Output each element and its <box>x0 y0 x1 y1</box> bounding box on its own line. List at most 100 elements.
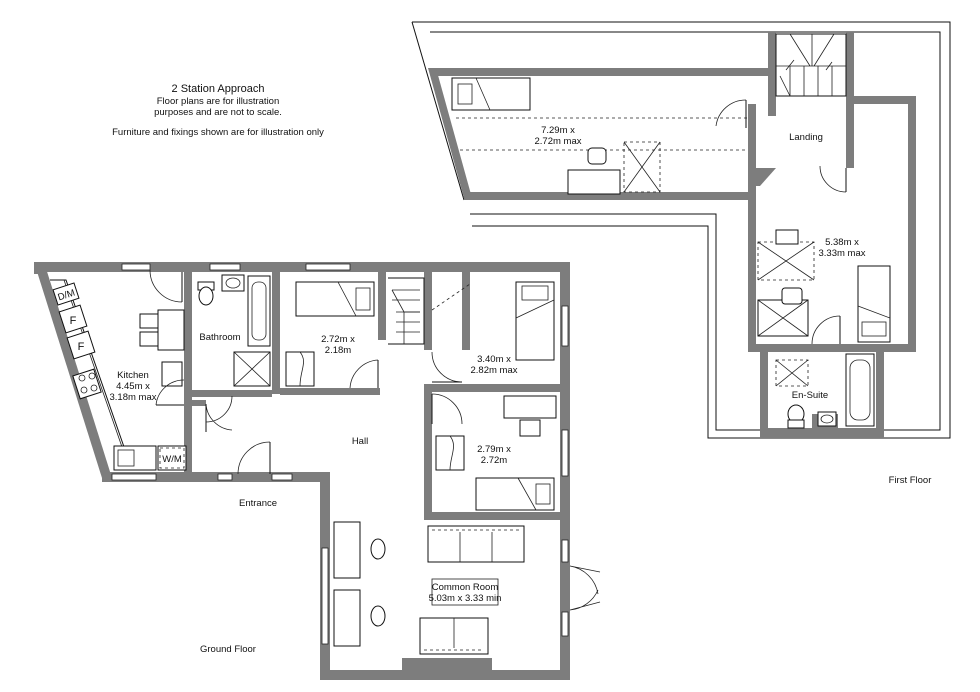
common-room-window-top <box>561 539 569 563</box>
stair-right-wall <box>424 270 432 350</box>
ensuite-right-wall <box>876 350 884 438</box>
ensuite-skylight <box>775 359 809 387</box>
first-floor-top-wall <box>428 68 768 76</box>
kitchen-bathroom-wall <box>184 270 192 474</box>
first-right-wall <box>908 96 916 350</box>
fridge-1 <box>58 304 88 334</box>
bedroom-desk-chair <box>775 229 799 245</box>
bedroom3-window <box>561 429 569 477</box>
loft-dim-2: 2.72m max <box>535 136 582 147</box>
bedroom-left-wall <box>748 192 756 348</box>
bedroom3-desk <box>503 395 557 419</box>
bedroom3-bottom-wall <box>424 512 570 520</box>
common-room-right-wall <box>560 512 570 680</box>
common-room-bottom-bump <box>402 658 492 672</box>
bedroom1-right-wall <box>378 270 386 340</box>
bathroom-bottom-wall <box>192 390 272 397</box>
bedroom2-left-wall <box>462 270 470 350</box>
loft-desk <box>567 169 621 195</box>
dishwasher <box>52 282 80 306</box>
common-room-bottom-wall <box>320 670 570 680</box>
plan-title: 2 Station Approach <box>172 83 265 95</box>
bathtub <box>247 275 271 347</box>
fridge-2-label: F <box>78 341 85 353</box>
kitchen-label: Kitchen <box>117 370 149 381</box>
ensuite-basin <box>817 411 837 427</box>
loft-right-wall <box>748 104 756 200</box>
kitchen-dim-1: 4.45m x <box>116 381 150 392</box>
dishwasher-label: D/M <box>56 287 76 303</box>
loft-dim-1: 7.29m x <box>541 125 575 136</box>
bedroom2-dim-1: 3.40m x <box>477 354 511 365</box>
bedroom1-bed <box>295 281 375 317</box>
kitchen-appliance <box>161 361 183 387</box>
kitchen-chair-2 <box>139 331 159 347</box>
kitchen-door-swing <box>149 269 183 303</box>
bedroom1-dim-2: 2.18m <box>325 345 351 356</box>
hall-window-right <box>271 473 293 481</box>
kitchen-bottom-window <box>111 473 157 481</box>
stair-right-wall <box>846 32 854 104</box>
hall-label: Hall <box>352 436 368 447</box>
disclaimer-line-2: purposes and are not to scale. <box>154 107 282 118</box>
stair-left-wall <box>768 32 776 116</box>
ground-bottom-wall-left <box>102 472 320 482</box>
common-room-label-box <box>431 578 499 606</box>
loft-skylight <box>623 141 661 193</box>
ground-floor-plan: D/M F F W/M Kitchen 4.45m x 3.18m max <box>34 262 601 680</box>
ensuite-label: En-Suite <box>792 390 828 401</box>
bedroom2-dim-2: 2.82m max <box>471 365 518 376</box>
kitchen-slanted-wall <box>34 262 112 478</box>
fridge-2 <box>66 330 96 360</box>
toilet <box>198 286 214 306</box>
hall-window-left <box>217 473 233 481</box>
basin <box>221 274 245 292</box>
bedroom-bottom-wall <box>748 344 916 352</box>
bathroom-label: Bathroom <box>199 332 240 343</box>
first-floor-plan: 7.29m x 2.72m max Landing 5.38m x 3.33m … <box>411 21 951 486</box>
bedroom2-window <box>561 305 569 347</box>
common-room-chair-1 <box>370 538 386 560</box>
ensuite-bottom-wall <box>760 428 884 438</box>
bathroom-bedroom1-wall <box>272 270 280 394</box>
kitchen-table <box>157 309 185 351</box>
first-floor-staircase <box>775 33 847 97</box>
loft-chair <box>587 147 607 165</box>
disclaimer-line-3: Furniture and fixings shown are for illu… <box>112 127 324 138</box>
first-bedroom-dim-2: 3.33m max <box>819 248 866 259</box>
kitchen-chair-1 <box>139 313 159 329</box>
loft-slanted-wall <box>428 68 472 198</box>
bedroom3-bed <box>475 477 555 511</box>
landing-top-wall <box>846 96 916 104</box>
bedroom3-left-wall <box>424 384 432 514</box>
first-bedroom-bed <box>857 265 891 343</box>
common-room-desk-2 <box>333 589 361 647</box>
kitchen-window <box>121 263 151 271</box>
first-bedroom-dim-1: 5.38m x <box>825 237 859 248</box>
washing-machine-label: W/M <box>162 454 182 465</box>
ground-staircase <box>388 277 471 345</box>
washing-machine <box>157 445 187 471</box>
entrance-label: Entrance <box>239 498 277 509</box>
common-room-chair-2 <box>370 605 386 627</box>
bedroom3-dim-2: 2.72m <box>481 455 507 466</box>
bedroom3-dim-1: 2.79m x <box>477 444 511 455</box>
common-room-sofa-top <box>427 525 525 563</box>
bedroom-chair <box>781 287 803 305</box>
disclaimer-line-1: Floor plans are for illustration <box>157 96 280 107</box>
bedroom2-bottom-wall <box>430 384 560 392</box>
common-room-label: Common Room <box>432 582 499 593</box>
landing-label: Landing <box>789 132 823 143</box>
ground-floor-label: Ground Floor <box>200 644 256 655</box>
common-room-window-left <box>321 547 329 645</box>
entrance-door-swing <box>237 441 271 475</box>
bathroom-window <box>209 263 241 271</box>
common-room-desk-1 <box>333 521 361 579</box>
ensuite-left-wall <box>760 350 768 438</box>
landing-right-wall <box>846 104 854 168</box>
common-room-dims: 5.03m x 3.33 min <box>429 593 502 604</box>
bedroom1-window <box>305 263 351 271</box>
kitchen-dim-2: 3.18m max <box>110 392 157 403</box>
